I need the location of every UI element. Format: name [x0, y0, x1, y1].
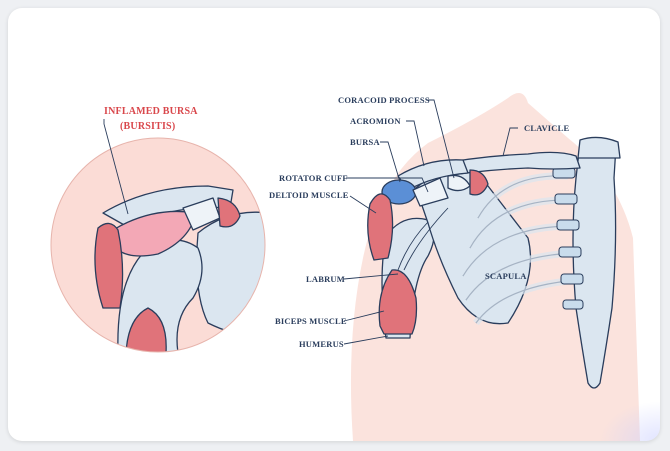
label-scapula: SCAPULA — [485, 271, 527, 281]
supraspinatus-muscle — [469, 169, 489, 196]
shoulder-bursitis-diagram: INFLAMED BURSA (BURSITIS) — [50, 93, 640, 441]
main-shoulder-figure — [350, 93, 640, 441]
inset-title-line2: (BURSITIS) — [120, 121, 175, 132]
label-bursa: BURSA — [350, 137, 380, 147]
biceps-muscle — [378, 269, 418, 335]
deltoid-muscle — [367, 193, 394, 261]
corner-decoration — [600, 401, 660, 441]
inset-inflamed-bursa — [112, 210, 197, 257]
illustration-card: INFLAMED BURSA (BURSITIS) — [8, 8, 660, 441]
inset-magnified-view — [50, 137, 266, 353]
label-rotator-cuff: ROTATOR CUFF — [279, 173, 348, 183]
inset-biceps-muscle — [125, 307, 167, 352]
inset-deltoid-muscle — [94, 222, 124, 309]
inset-scapula-bone — [196, 211, 265, 339]
label-humerus: HUMERUS — [299, 339, 344, 349]
inset-supraspinatus — [217, 197, 241, 228]
label-labrum: LABRUM — [306, 274, 345, 284]
sternum-column — [572, 138, 617, 389]
rotator-cuff — [412, 177, 449, 207]
label-biceps-muscle: BICEPS MUSCLE — [275, 316, 347, 326]
diagram-labels: CORACOID PROCESS ACROMION BURSA ROTATOR … — [269, 95, 570, 349]
label-acromion: ACROMION — [350, 116, 401, 126]
label-coracoid-process: CORACOID PROCESS — [338, 95, 430, 105]
label-deltoid-muscle: DELTOID MUSCLE — [269, 190, 349, 200]
label-clavicle: CLAVICLE — [524, 123, 570, 133]
acromion-bone — [397, 159, 469, 191]
inset-title-line1: INFLAMED BURSA — [104, 106, 198, 117]
inset-title-leader — [103, 119, 129, 215]
